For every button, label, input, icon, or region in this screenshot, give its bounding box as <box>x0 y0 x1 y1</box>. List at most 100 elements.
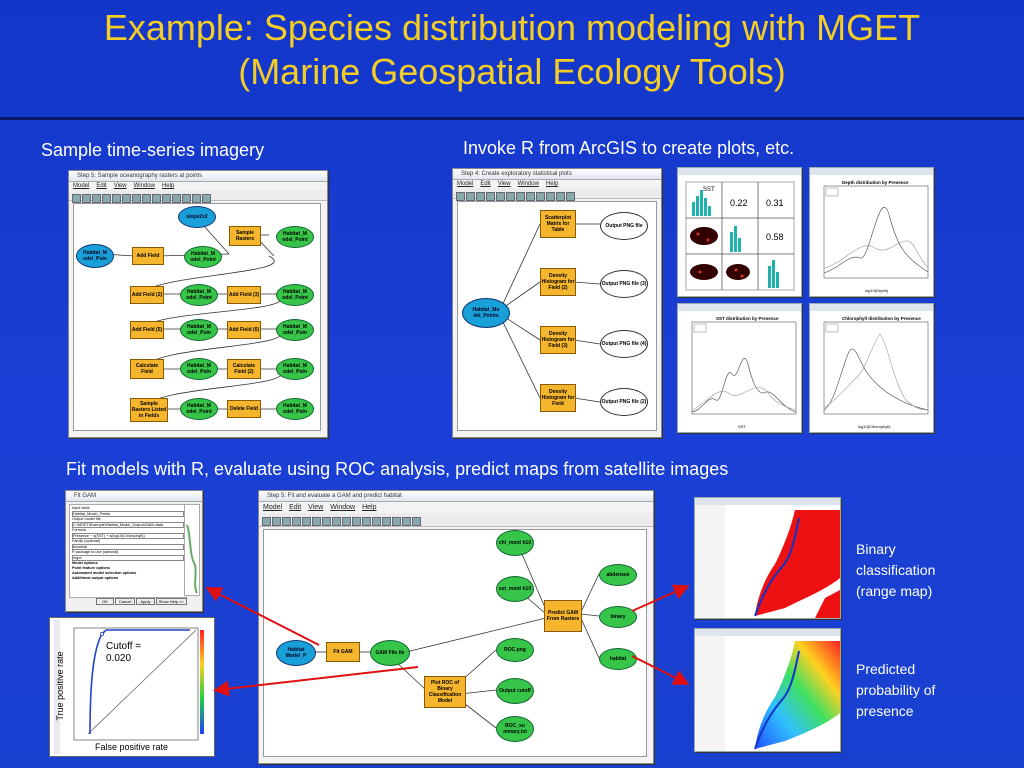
tool-add-field-2[interactable]: Add Field (2) <box>130 286 164 304</box>
output-model-field[interactable]: C:\MGET\Example\Habitat_Model_Output\GAM… <box>72 522 184 528</box>
tool-icon[interactable] <box>302 517 311 526</box>
probability-map-window[interactable] <box>694 628 841 752</box>
tool-fit-gam[interactable]: Fit GAM <box>326 642 360 662</box>
tool-predict-gam[interactable]: Predict GAM From Rasters <box>544 600 582 632</box>
tool-icon[interactable] <box>566 192 575 201</box>
tool-icon[interactable] <box>352 517 361 526</box>
node-habitat-point[interactable]: Habitat_M odel_Poin <box>276 319 314 341</box>
model-canvas[interactable]: Habitat_Mo del_Points Scatterplot Matrix… <box>457 201 657 431</box>
tool-icon[interactable] <box>546 192 555 201</box>
tool-plot-roc[interactable]: Plot ROC of Binary Classification Model <box>424 676 466 708</box>
menu-model[interactable]: Model <box>457 181 474 187</box>
node-input-points[interactable]: Habitat_Mo del_Points <box>462 298 510 328</box>
tool-icon[interactable] <box>322 517 331 526</box>
tool-icon[interactable] <box>102 194 111 203</box>
node-gam-file[interactable]: GAM File tle <box>370 640 410 666</box>
tool-icon[interactable] <box>392 517 401 526</box>
tool-icon[interactable] <box>112 194 121 203</box>
tool-icon[interactable] <box>556 192 565 201</box>
tool-icon[interactable] <box>292 517 301 526</box>
tool-icon[interactable] <box>536 192 545 201</box>
menu-window[interactable]: Window <box>330 504 356 511</box>
node-output-png[interactable]: Output PNG file <box>600 212 648 240</box>
tool-icon[interactable] <box>162 194 171 203</box>
input-table-field[interactable]: Habitat_Model_Points <box>72 511 184 517</box>
node-habitat-point[interactable]: Habitat_M odel_Poin <box>180 319 218 341</box>
node-slope[interactable]: slope2x2 <box>178 206 216 228</box>
tool-icon[interactable] <box>272 517 281 526</box>
show-help-button[interactable]: Show Help >> <box>155 598 187 605</box>
depth-distribution-window[interactable]: Depth distribution by Presence log10(Dep… <box>809 167 934 297</box>
tool-density-histogram[interactable]: Density Histogram for Field <box>540 384 576 412</box>
menu-model[interactable]: Model <box>263 504 283 511</box>
tool-icon[interactable] <box>372 517 381 526</box>
tool-add-field-6[interactable]: Add Field (6) <box>227 321 261 339</box>
tool-icon[interactable] <box>516 192 525 201</box>
option-group[interactable]: Additional output options <box>72 576 119 580</box>
node-habitat-point[interactable]: Habitat_M odel_Point <box>184 246 222 268</box>
node-output-png-3[interactable]: Output PNG file (3) <box>600 270 648 298</box>
menu-help[interactable]: Help <box>362 504 377 511</box>
tool-icon[interactable] <box>456 192 465 201</box>
menu-model[interactable]: Model <box>73 183 90 189</box>
tool-add-field-3[interactable]: Add Field (3) <box>227 286 261 304</box>
tool-icon[interactable] <box>312 517 321 526</box>
tool-icon[interactable] <box>92 194 101 203</box>
node-habitat-point[interactable]: Habitat_M odel_Point <box>276 284 314 306</box>
tool-icon[interactable] <box>172 194 181 203</box>
model-canvas[interactable]: slope2x2 Habitat_M odel_Poin Add Field S… <box>73 203 321 431</box>
node-abdenses[interactable]: abdenses <box>599 564 637 586</box>
menu-view[interactable]: View <box>308 504 324 511</box>
formula-field[interactable]: Presence ~ s(SST) + s(log10(Chlorophyll)… <box>72 533 184 539</box>
tool-icon[interactable] <box>142 194 151 203</box>
menu-window[interactable]: Window <box>517 181 539 187</box>
menu-view[interactable]: View <box>113 183 127 189</box>
tool-icon[interactable] <box>526 192 535 201</box>
sst-distribution-window[interactable]: SST distribution by Presence SST <box>677 303 802 433</box>
node-input-points[interactable]: Habitat Model_P <box>276 640 316 666</box>
tool-icon[interactable] <box>382 517 391 526</box>
node-sst-month10[interactable]: sst_mont h10 <box>496 576 534 602</box>
tool-scatterplot-matrix[interactable]: Scatterplot Matrix for Table <box>540 210 576 238</box>
tool-add-field[interactable]: Add Field <box>132 247 164 265</box>
tool-icon[interactable] <box>182 194 191 203</box>
tool-density-histogram-3[interactable]: Density Histogram for Field (3) <box>540 326 576 354</box>
model-canvas[interactable]: Habitat Model_P Fit GAM GAM File tle chl… <box>263 529 647 757</box>
tool-icon[interactable] <box>362 517 371 526</box>
tool-icon[interactable] <box>192 194 201 203</box>
fit-gam-dialog[interactable]: Fit GAM Input table Habitat_Model_Points… <box>65 490 203 612</box>
tool-icon[interactable] <box>496 192 505 201</box>
node-output-png-2[interactable]: Output PNG file (2) <box>600 388 648 416</box>
tool-icon[interactable] <box>486 192 495 201</box>
scatterplot-matrix-window[interactable]: SST 0.22 0.31 0.58 <box>677 167 802 297</box>
menu-help[interactable]: Help <box>161 183 175 189</box>
option-group[interactable]: Automated model selection options <box>72 571 137 575</box>
node-habitat-point[interactable]: Habitat_M odel_Poin <box>276 358 314 380</box>
node-habitat-point[interactable]: Habitat_M odel_Point <box>276 226 314 248</box>
tool-add-field-5[interactable]: Add Field (5) <box>130 321 164 339</box>
tool-sample-rasters[interactable]: Sample Rasters <box>229 226 261 246</box>
menu-edit[interactable]: Edit <box>480 181 491 187</box>
ok-button[interactable]: OK <box>96 598 114 605</box>
node-roc-summary[interactable]: ROC_su mmary.txt <box>496 716 534 742</box>
menu-edit[interactable]: Edit <box>96 183 107 189</box>
menu-view[interactable]: View <box>497 181 511 187</box>
tool-icon[interactable] <box>152 194 161 203</box>
tool-icon[interactable] <box>506 192 515 201</box>
model-window-fit-gam[interactable]: Step 5: Fit and evaluate a GAM and predi… <box>258 490 654 764</box>
node-habitat-point[interactable]: Habitat_M odel_Point <box>180 284 218 306</box>
tool-calculate-field[interactable]: Calculate Field <box>130 359 164 379</box>
option-group[interactable]: Model options <box>72 561 98 565</box>
tool-icon[interactable] <box>282 517 291 526</box>
menu-edit[interactable]: Edit <box>289 504 302 511</box>
tool-calculate-field-2[interactable]: Calculate Field (2) <box>227 359 261 379</box>
node-habitat-point[interactable]: Habitat_M odel_Poin <box>180 358 218 380</box>
node-input-points[interactable]: Habitat_M odel_Poin <box>76 244 114 268</box>
chlorophyll-distribution-window[interactable]: Chlorophyll distribution by Presence log… <box>809 303 934 433</box>
node-output-cutoff[interactable]: Output cutoff <box>496 678 534 704</box>
node-habitat-point[interactable]: Habitat_M odel_Point <box>180 398 218 420</box>
tool-icon[interactable] <box>122 194 131 203</box>
tool-icon[interactable] <box>342 517 351 526</box>
tool-icon[interactable] <box>82 194 91 203</box>
menu-help[interactable]: Help <box>545 181 559 187</box>
